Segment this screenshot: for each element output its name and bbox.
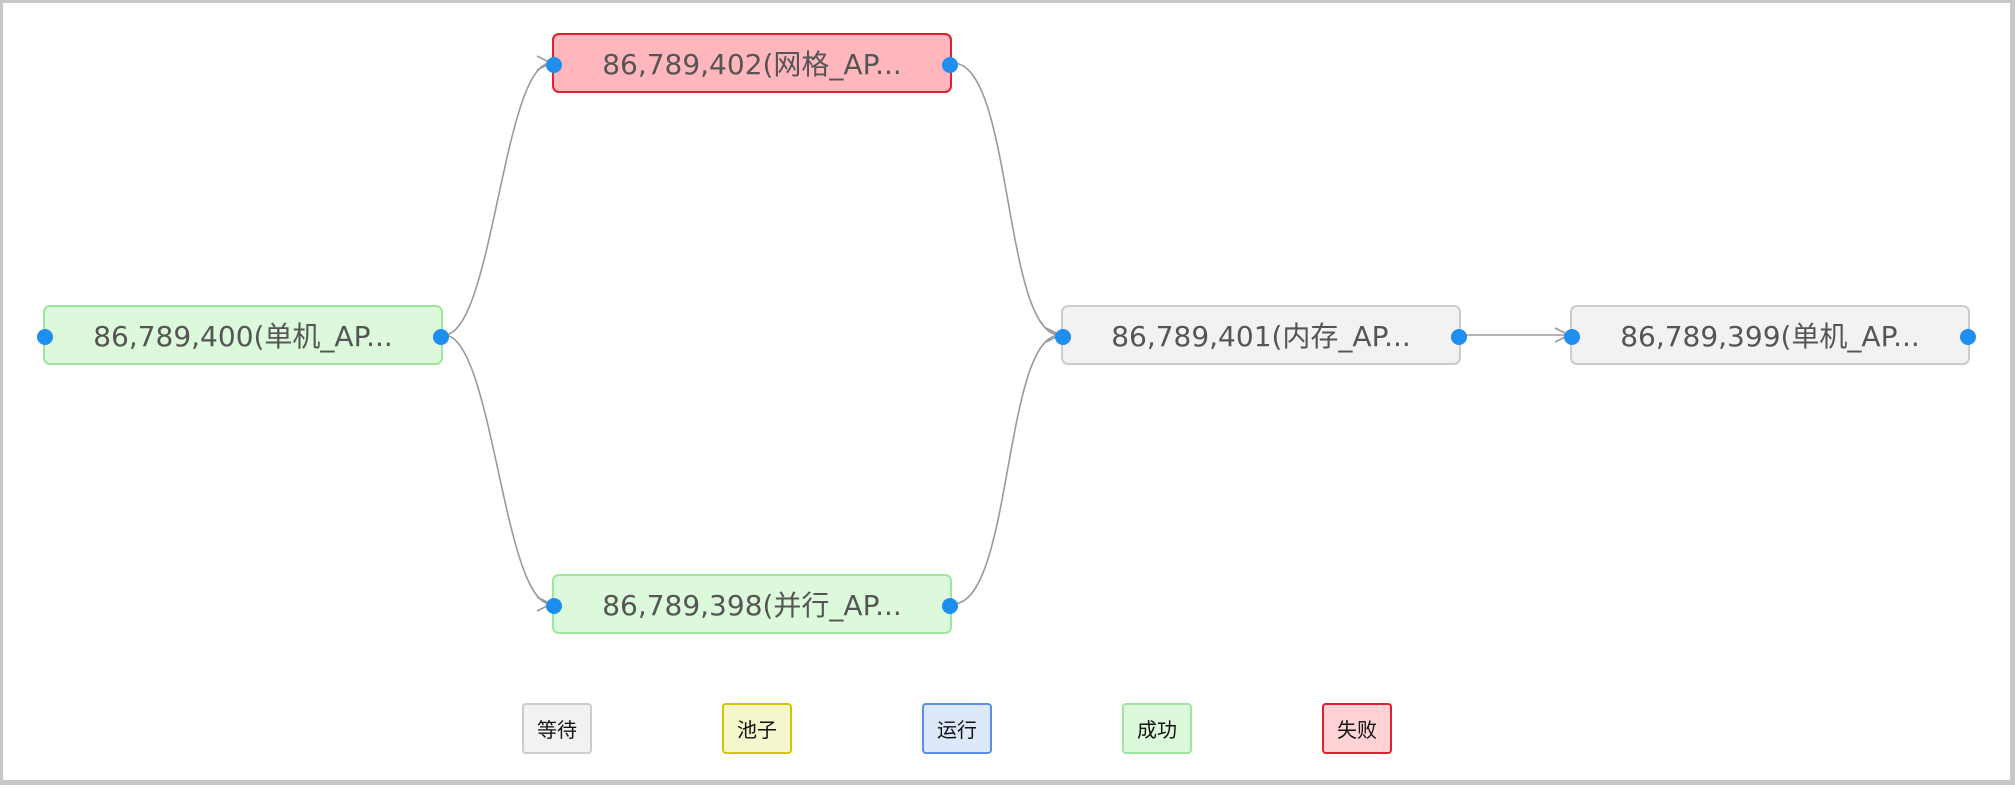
- job-node-86789399[interactable]: 86,789,399(单机_AP...: [1564, 305, 1976, 365]
- output-port[interactable]: [942, 598, 958, 614]
- input-port[interactable]: [37, 329, 53, 345]
- input-port[interactable]: [1564, 329, 1580, 345]
- edges-layer: [443, 55, 1571, 612]
- edge-n398-n401: [952, 334, 1061, 605]
- edge-n400-n398: [443, 334, 552, 605]
- edge-n402-n401: [952, 62, 1061, 336]
- job-node-86789398[interactable]: 86,789,398(并行_AP...: [546, 574, 958, 634]
- legend-running: 运行: [922, 703, 992, 754]
- input-port[interactable]: [546, 598, 562, 614]
- output-port[interactable]: [433, 329, 449, 345]
- edge-n400-n402: [443, 62, 552, 336]
- job-node-label: 86,789,398(并行_AP...: [602, 589, 902, 622]
- legend-success: 成功: [1122, 703, 1192, 754]
- input-port[interactable]: [546, 57, 562, 73]
- legend-pool: 池子: [722, 703, 792, 754]
- job-node-label: 86,789,399(单机_AP...: [1620, 320, 1920, 353]
- output-port[interactable]: [1451, 329, 1467, 345]
- job-node-86789400[interactable]: 86,789,400(单机_AP...: [37, 305, 449, 365]
- input-port[interactable]: [1055, 329, 1071, 345]
- legend-waiting: 等待: [522, 703, 592, 754]
- output-port[interactable]: [1960, 329, 1976, 345]
- job-node-label: 86,789,400(单机_AP...: [93, 320, 393, 353]
- output-port[interactable]: [942, 57, 958, 73]
- job-node-label: 86,789,402(网格_AP...: [602, 48, 902, 81]
- job-node-label: 86,789,401(内存_AP...: [1111, 320, 1411, 353]
- job-node-86789402[interactable]: 86,789,402(网格_AP...: [546, 33, 958, 93]
- job-node-86789401[interactable]: 86,789,401(内存_AP...: [1055, 305, 1467, 365]
- legend-failed: 失败: [1322, 703, 1392, 754]
